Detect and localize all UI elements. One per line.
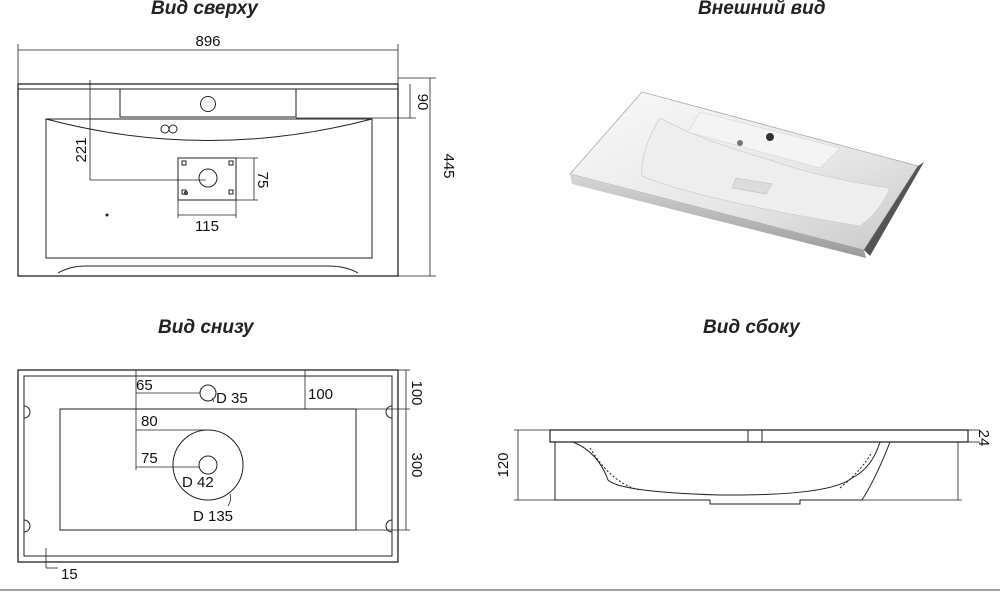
dim-15: 15 <box>61 566 78 583</box>
overflow-icon <box>737 140 743 146</box>
title-side-view: Вид сбоку <box>703 317 800 338</box>
dim-depth: 445 <box>440 153 457 178</box>
side-rim <box>549 429 969 443</box>
small-hole-icon <box>199 384 217 402</box>
bowl-footprint <box>59 408 357 531</box>
dim-side-height: 120 <box>495 452 512 477</box>
exterior-view-illustration <box>569 91 924 258</box>
dim-rim: 90 <box>414 94 431 111</box>
dim-80: 80 <box>141 413 158 430</box>
drain-inner-circle <box>198 455 218 475</box>
bottom-view-drawing <box>17 369 410 569</box>
side-view-drawing <box>514 429 980 505</box>
title-exterior-view: Внешний вид <box>698 0 826 19</box>
dim-width: 896 <box>195 33 220 50</box>
drain-cover <box>731 177 773 195</box>
faucet-hole-icon <box>766 133 774 141</box>
dim-100-horizontal: 100 <box>308 386 333 403</box>
dim-drain-offset: 221 <box>73 137 90 162</box>
faucet-hole-icon <box>200 96 216 112</box>
top-view-drawing <box>17 44 436 277</box>
small-hole-label: D 35 <box>216 390 248 407</box>
drain-hole-icon <box>198 168 218 188</box>
drain-plate <box>177 157 237 201</box>
drain-outer-label: D 135 <box>193 508 233 525</box>
top-outline <box>17 83 399 277</box>
basin-outline <box>45 118 373 259</box>
faucet-deck <box>119 88 297 118</box>
dim-plate-width: 115 <box>195 218 219 235</box>
overflow-icon <box>168 124 178 134</box>
dim-100-vertical: 100 <box>408 380 425 405</box>
dim-65: 65 <box>136 377 153 394</box>
dim-plate-height: 75 <box>254 172 271 189</box>
side-bowl <box>554 441 891 505</box>
dim-side-rim: 24 <box>975 430 992 447</box>
title-top-view: Вид сверху <box>151 0 258 19</box>
title-bottom-view: Вид снизу <box>158 317 254 338</box>
dim-300: 300 <box>408 452 425 477</box>
dim-75: 75 <box>141 450 158 467</box>
drain-inner-label: D 42 <box>182 474 214 491</box>
